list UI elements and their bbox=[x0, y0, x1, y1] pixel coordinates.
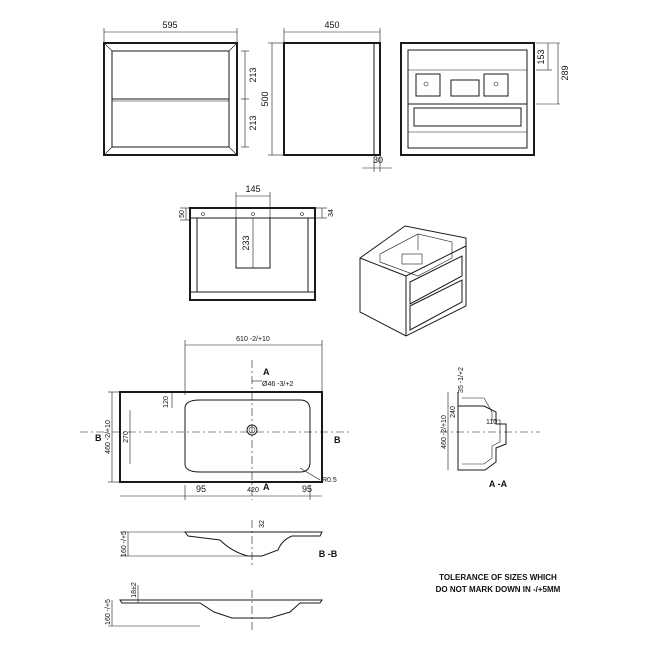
top-right-offset-label: 34 bbox=[328, 209, 335, 217]
radius-label: R0.5 bbox=[322, 477, 337, 484]
side-view-outline bbox=[283, 42, 381, 156]
tolerance-line2: DO NOT MARK DOWN IN -/+5MM bbox=[436, 585, 561, 594]
side-view: 450 30 bbox=[283, 20, 392, 172]
bb-title: B -B bbox=[319, 549, 338, 559]
front-height-label: 500 bbox=[260, 91, 270, 106]
pipe-depth-label: 233 bbox=[241, 235, 251, 250]
section-bb: 160 -/+5 32 B -B bbox=[120, 520, 338, 566]
isometric-view bbox=[359, 225, 467, 337]
aa-lip-label: 35 -1/+2 bbox=[458, 367, 465, 393]
bb-waste-label: 32 bbox=[259, 520, 266, 528]
pipe-width-label: 145 bbox=[245, 184, 260, 194]
aa-depth-label: 460 -2/+10 bbox=[441, 415, 448, 449]
bottom-lip-label: 18±2 bbox=[131, 582, 138, 598]
front-width-label: 595 bbox=[162, 20, 177, 30]
section-aa: 460 -2/+10 35 -1/+2 240 110 A -A bbox=[440, 367, 540, 489]
aa-title: A -A bbox=[489, 479, 508, 489]
front-view: 595 213 213 bbox=[103, 20, 258, 156]
side-panel-label: 30 bbox=[373, 155, 383, 165]
back-overall-label: 289 bbox=[560, 65, 570, 80]
side-depth-label: 450 bbox=[324, 20, 339, 30]
right-margin-label: 95 bbox=[302, 484, 312, 494]
section-bottom: 160 -/+5 18±2 bbox=[105, 582, 323, 630]
top-view-outline bbox=[189, 207, 316, 301]
waste-label: Ø46 -3/+2 bbox=[262, 381, 293, 388]
basin-outline bbox=[119, 391, 323, 483]
tolerance-note: TOLERANCE OF SIZES WHICH DO NOT MARK DOW… bbox=[436, 573, 561, 594]
front-view-outline bbox=[103, 42, 238, 156]
bb-height-label: 160 -/+5 bbox=[121, 531, 128, 557]
back-upper-label: 153 bbox=[536, 49, 546, 64]
bowl-width-label: 420 bbox=[247, 487, 259, 494]
basin-depth-label: 460 -2/+10 bbox=[105, 420, 112, 454]
aa-bowl-label: 110 bbox=[486, 419, 497, 426]
height-dimension: 500 bbox=[260, 42, 284, 156]
section-a-top: A bbox=[263, 367, 270, 377]
top-left-offset-label: 50 bbox=[179, 210, 186, 218]
section-b-left: B bbox=[95, 433, 102, 443]
bottom-height-label: 160 -/+5 bbox=[105, 599, 112, 625]
basin-plan: 610 -2/+10 A Ø46 -3/+2 A 460 -2/+10 120 … bbox=[80, 336, 350, 500]
back-view-outline bbox=[400, 42, 535, 156]
aa-rear-label: 240 bbox=[450, 406, 457, 418]
back-view: 153 289 bbox=[400, 42, 570, 156]
basin-bowl bbox=[184, 399, 311, 473]
left-margin-label: 95 bbox=[196, 484, 206, 494]
section-b-right: B bbox=[334, 435, 341, 445]
rear-offset-label: 120 bbox=[163, 396, 170, 408]
bowl-depth-label: 270 bbox=[123, 431, 130, 443]
section-a-bottom: A bbox=[263, 482, 270, 492]
tolerance-line1: TOLERANCE OF SIZES WHICH bbox=[439, 573, 557, 582]
drawer2-label: 213 bbox=[248, 115, 258, 130]
basin-width-label: 610 -2/+10 bbox=[236, 336, 270, 343]
top-view: 145 233 50 34 bbox=[179, 184, 335, 301]
drawer1-label: 213 bbox=[248, 67, 258, 82]
